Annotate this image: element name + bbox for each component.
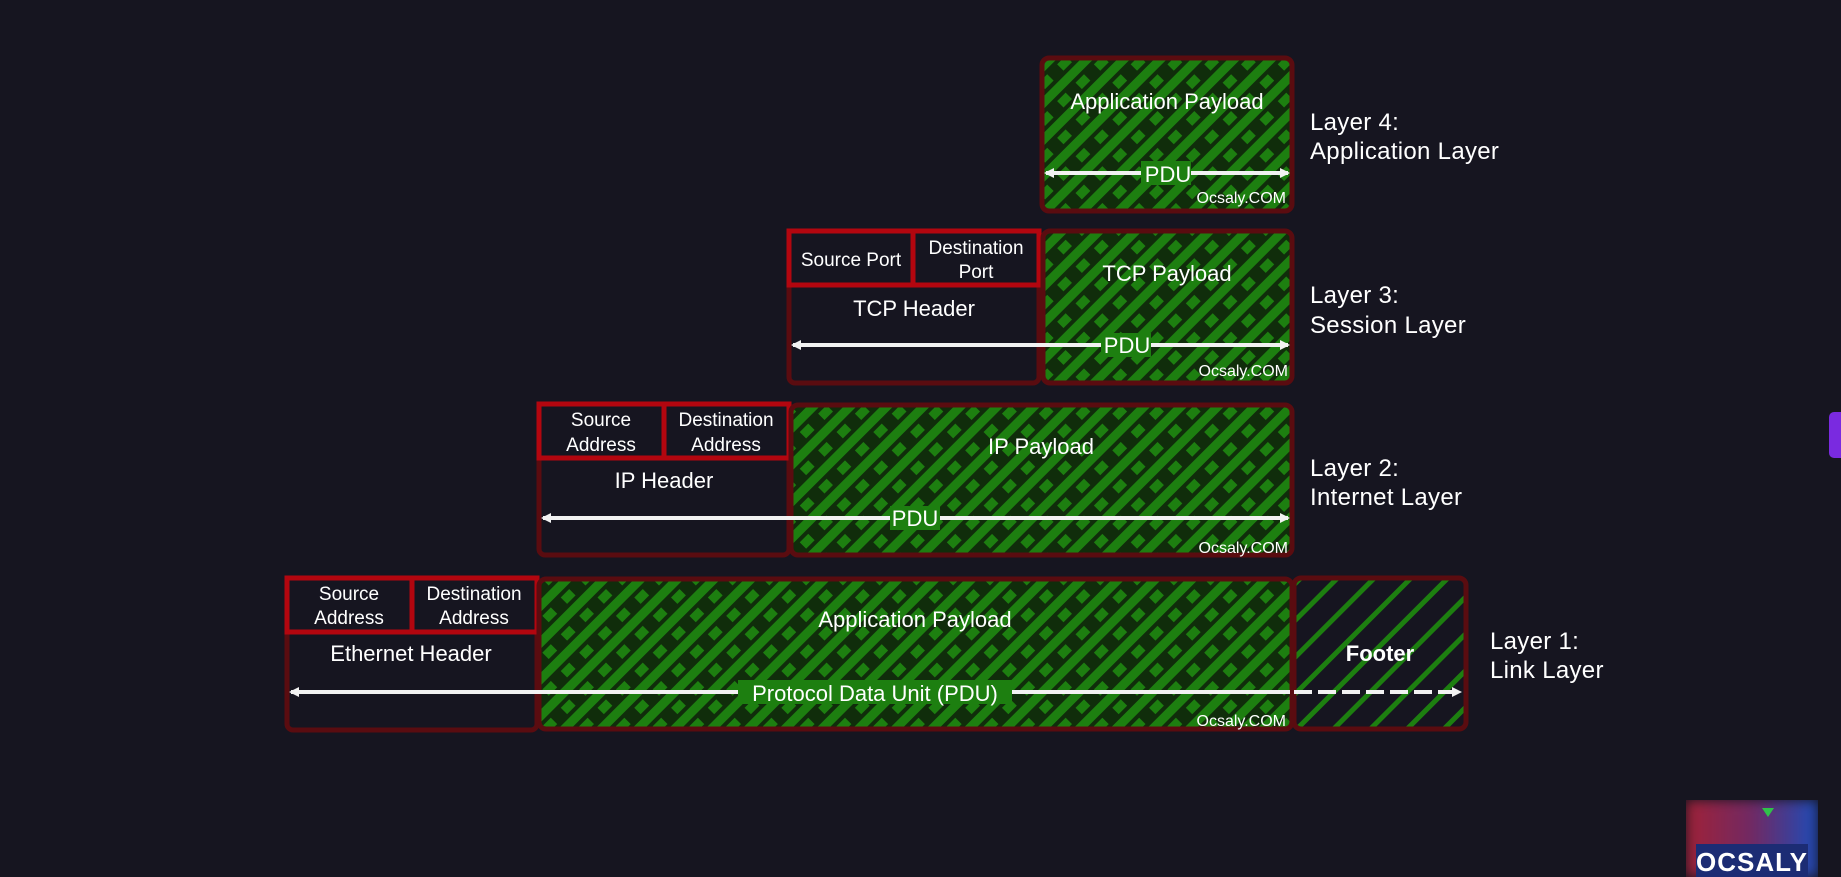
side-panel-tab[interactable]	[1829, 412, 1841, 458]
layer2-label-name: Internet Layer	[1310, 484, 1462, 511]
layer2-label-number: Layer 2:	[1310, 455, 1399, 482]
layer1-label-number: Layer 1:	[1490, 628, 1579, 655]
layer4-label-number: Layer 4:	[1310, 109, 1399, 136]
layer2-destination-line1: Destination	[678, 410, 773, 431]
layer1-footer-label: Footer	[1346, 641, 1415, 666]
layer1-pdu-label: Protocol Data Unit (PDU)	[752, 681, 998, 706]
layer1-field-source-address	[284, 575, 415, 635]
layer1-destination-line1: Destination	[426, 584, 521, 605]
layer2-payload-box	[788, 402, 1295, 558]
layer1-watermark: Ocsaly.COM	[1197, 713, 1286, 730]
layer3-payload-label: TCP Payload	[1102, 261, 1231, 286]
layer1-group: Source Address Destination Address Ether…	[284, 575, 1604, 733]
logo-text: OCSALY	[1696, 847, 1808, 877]
layer4-payload-label: Application Payload	[1070, 89, 1263, 114]
layer1-payload-label: Application Payload	[818, 607, 1011, 632]
layer3-field-destination-port	[910, 228, 1042, 288]
layer3-watermark: Ocsaly.COM	[1199, 363, 1288, 380]
triangle-icon	[1762, 808, 1774, 817]
layer3-pdu-label: PDU	[1104, 333, 1150, 358]
layer2-watermark: Ocsaly.COM	[1199, 540, 1288, 557]
layer1-payload-box	[536, 576, 1295, 732]
layer1-destination-line2: Address	[439, 608, 509, 629]
layer2-pdu-label: PDU	[892, 506, 938, 531]
layer2-source-line1: Source	[571, 410, 631, 431]
layer3-destination-port-line2: Port	[959, 262, 995, 283]
layer1-field-destination-address	[409, 575, 540, 635]
layer1-header-label: Ethernet Header	[330, 641, 491, 666]
layer3-payload-box	[1040, 228, 1295, 386]
layer1-source-line1: Source	[319, 584, 379, 605]
layer4-group: Application Payload PDU Ocsaly.COM Layer…	[1039, 55, 1499, 214]
layer2-source-line2: Address	[566, 435, 636, 456]
layer2-header-label: IP Header	[615, 468, 714, 493]
layer2-group: Source Address Destination Address IP He…	[536, 401, 1462, 558]
layer3-source-port-label: Source Port	[801, 250, 902, 271]
ocsaly-logo: OCSALY	[1686, 800, 1818, 877]
layer3-label-name: Session Layer	[1310, 312, 1466, 339]
layer3-group: Source Port Destination Port TCP Header …	[786, 228, 1466, 386]
layer3-field-source-port	[786, 228, 916, 288]
layer3-destination-port-line1: Destination	[928, 238, 1023, 259]
layer4-watermark: Ocsaly.COM	[1197, 190, 1286, 207]
layer2-destination-line2: Address	[691, 435, 761, 456]
layer2-payload-label: IP Payload	[988, 434, 1094, 459]
layer1-source-line2: Address	[314, 608, 384, 629]
layer1-label-name: Link Layer	[1490, 657, 1604, 684]
layer4-pdu-label: PDU	[1145, 162, 1191, 187]
layer4-payload-box	[1039, 55, 1295, 214]
layer3-header-label: TCP Header	[853, 296, 975, 321]
layer3-label-number: Layer 3:	[1310, 282, 1399, 309]
layer4-label-name: Application Layer	[1310, 138, 1499, 165]
